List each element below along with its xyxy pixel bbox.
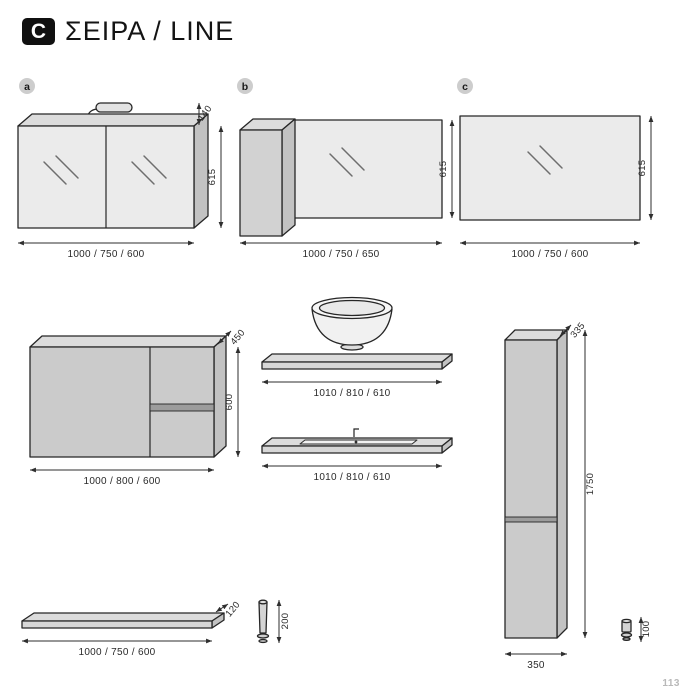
mirror-reflection-mark (43, 161, 67, 185)
dim-leg-height: 200 (276, 599, 291, 644)
dim-shelf-width-label: 1010 / 810 / 610 (313, 388, 390, 399)
badge-circle (457, 78, 473, 94)
plain-mirror-drawing (459, 115, 641, 221)
page-header: C ΣΕΙΡΑ / LINE (22, 16, 234, 47)
front-edge (21, 620, 213, 629)
leg-disc (256, 633, 270, 639)
mirror-reflection-mark (131, 161, 155, 185)
section-badge-c: c (457, 78, 473, 94)
mirror-with-column-drawing (239, 118, 443, 237)
drain-dot (354, 440, 358, 444)
badge-letter-a: a (24, 81, 30, 93)
door-gap (504, 516, 558, 523)
dim-b-width-label: 1000 / 750 / 650 (302, 249, 379, 260)
top-face (261, 353, 453, 363)
dim-vanity-depth-label: 450 (228, 327, 247, 347)
leg-top (258, 599, 268, 605)
dim-b-width: 1000 / 750 / 650 (239, 240, 443, 260)
light-fixture (95, 102, 133, 113)
badge-letter-c: c (462, 81, 468, 93)
brand-logo: C (22, 18, 55, 45)
dim-vanity-height: 600 (224, 346, 241, 458)
top-face (21, 612, 225, 622)
column-side-face (281, 118, 296, 237)
vanity-cabinet-drawing (29, 335, 227, 458)
dim-tall-height: 1750 (582, 329, 596, 639)
column-front-face (239, 129, 283, 237)
dim-a-width: 1000 / 750 / 600 (17, 240, 195, 260)
dim-thin-shelf-width: 1000 / 750 / 600 (21, 638, 213, 658)
dim-thin-shelf-width-label: 1000 / 750 / 600 (78, 647, 155, 658)
top-face (29, 335, 227, 348)
badge-letter-b: b (242, 81, 248, 93)
section-badge-a: a (19, 78, 35, 94)
mirror-cabinet-drawing (17, 102, 209, 229)
dim-tall-width-label: 350 (527, 660, 545, 671)
dim-countertop-width: 1010 / 810 / 610 (261, 463, 443, 483)
thin-shelf-drawing (21, 612, 225, 629)
section-badge-b: b (237, 78, 253, 94)
tall-cabinet-drawing (504, 329, 568, 639)
mirror-reflection-mark (143, 155, 167, 179)
series-title: ΣΕΙΡΑ / LINE (65, 16, 235, 46)
brand-logo-letter: C (30, 19, 47, 43)
dim-c-width: 1000 / 750 / 600 (459, 240, 641, 260)
vessel-basin-drawing (311, 296, 393, 351)
integrated-basin (299, 439, 418, 445)
dim-tall-width: 350 (504, 651, 568, 671)
mirror-reflection-mark (539, 145, 563, 169)
page-number: 113 (662, 678, 680, 689)
badge-circle (237, 78, 253, 94)
mirror-panel (459, 115, 641, 221)
mirror-reflection-mark (55, 155, 79, 179)
dim-c-height: 615 (637, 115, 654, 221)
faucet-icon (353, 428, 359, 437)
right-side-face (193, 113, 209, 229)
countertop-drawing (261, 428, 453, 454)
front-face (504, 339, 558, 639)
mirror-reflection-mark (527, 151, 551, 175)
basin-rim-inner (318, 299, 386, 317)
front-face (29, 346, 215, 458)
leg-body (258, 601, 268, 634)
foot-disc (620, 632, 633, 638)
dim-vanity-width: 1000 / 800 / 600 (29, 467, 215, 487)
leg-base (258, 638, 268, 644)
furniture-leg-drawing (256, 599, 270, 644)
top-face (17, 113, 209, 127)
mirror-reflection-mark (341, 147, 365, 171)
right-side-face (556, 329, 568, 639)
furniture-foot-drawing (620, 618, 633, 641)
foot-base (622, 637, 631, 641)
front-edge (261, 361, 443, 370)
dim-countertop-width-label: 1010 / 810 / 610 (313, 472, 390, 483)
dim-shelf-width: 1010 / 810 / 610 (261, 379, 443, 399)
dim-vanity-height-label: 600 (224, 394, 235, 411)
dim-thin-shelf-thickness-label: 120 (223, 599, 242, 619)
foot-top (621, 618, 632, 624)
dim-vanity-width-label: 1000 / 800 / 600 (83, 476, 160, 487)
dim-b-height-label: 615 (438, 161, 449, 178)
dim-leg-height-label: 200 (280, 613, 291, 630)
dim-c-width-label: 1000 / 750 / 600 (511, 249, 588, 260)
dim-foot-height: 100 (638, 616, 652, 643)
dim-foot-height-label: 100 (641, 621, 652, 638)
basin-body (311, 308, 393, 346)
drawer-gap (149, 403, 215, 412)
dim-tall-height-label: 1750 (585, 473, 596, 495)
dim-a-height: 615 (207, 125, 224, 229)
front-edge (261, 445, 443, 454)
dim-a-height-label: 615 (207, 169, 218, 186)
basin-shelf-drawing (261, 353, 453, 370)
mirror-reflection-mark (329, 153, 353, 177)
dim-a-width-label: 1000 / 750 / 600 (67, 249, 144, 260)
badge-circle (19, 78, 35, 94)
dim-c-height-label: 615 (637, 160, 648, 177)
dim-b-height: 615 (438, 119, 455, 219)
